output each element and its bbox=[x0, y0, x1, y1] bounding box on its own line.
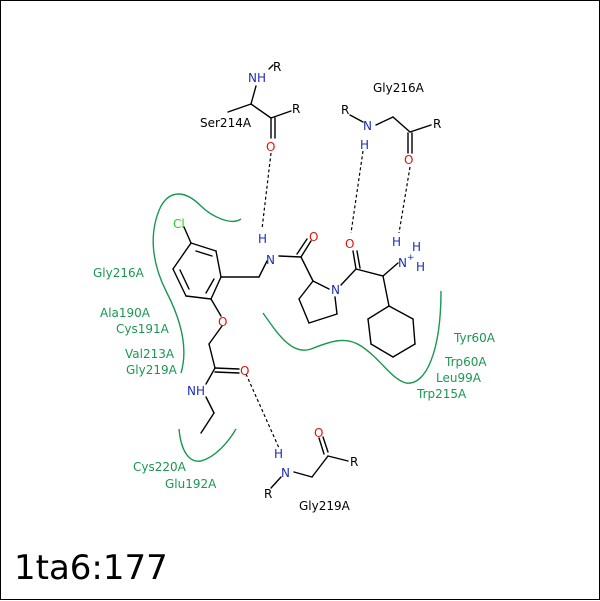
atom-r-ser214-n: R bbox=[273, 60, 281, 74]
atom-r-gly219-n: R bbox=[264, 487, 272, 501]
gly219-ca-c bbox=[311, 455, 329, 478]
pdb-id-label: 1ta6:177 bbox=[14, 548, 168, 588]
pocket-label-tyr60: Tyr60A bbox=[453, 331, 496, 345]
hbond-gly216-o-to-nh3 bbox=[398, 166, 411, 234]
cyclohexyl-ring bbox=[367, 305, 416, 358]
atom-o-ether: O bbox=[218, 315, 227, 329]
atom-o-amide: O bbox=[309, 230, 318, 244]
gly219-r-n bbox=[270, 476, 282, 489]
hbond-ser214-o-to-nh bbox=[261, 152, 272, 230]
atom-o-proline-co: O bbox=[345, 237, 354, 251]
gly216-c-r bbox=[409, 124, 432, 133]
pocket-label-trp215: Trp215A bbox=[416, 387, 467, 401]
atom-r-gly216-c: R bbox=[433, 117, 441, 131]
hbond-gly216-nh-to-o bbox=[350, 150, 364, 234]
pro-n-co bbox=[340, 268, 357, 286]
atom-o-gly219: O bbox=[314, 426, 323, 440]
pocket-label-gly216: Gly216A bbox=[93, 266, 145, 280]
nh-ch2-bond bbox=[205, 396, 215, 414]
pocket-curve-bottom bbox=[178, 428, 237, 462]
ar-o-bond bbox=[210, 298, 222, 317]
ch2-c-bond bbox=[208, 343, 216, 369]
pocket-label-cys191: Cys191A bbox=[116, 322, 170, 336]
ser-ca-r bbox=[227, 103, 252, 113]
label-gly216-top: Gly216A bbox=[373, 81, 425, 95]
label-gly219-bottom: Gly219A bbox=[299, 499, 351, 513]
pocket-label-gly219: Gly219A bbox=[126, 363, 178, 377]
ser-r-nh bbox=[268, 64, 274, 70]
pocket-label-val213: Val213A bbox=[125, 347, 175, 361]
proline-ring bbox=[298, 256, 338, 324]
pocket-label-ala190: Ala190A bbox=[100, 306, 151, 320]
ch2-ch3-bond bbox=[200, 412, 215, 434]
atom-h-amide: H bbox=[258, 232, 267, 246]
c-o-bond-2 bbox=[214, 371, 240, 374]
atom-o-amide2: O bbox=[240, 364, 249, 378]
atom-plus-nh3: + bbox=[407, 253, 415, 263]
benzyl-n-bond bbox=[258, 260, 268, 278]
pocket-label-cys220: Cys220A bbox=[133, 460, 187, 474]
gly216-n-ca bbox=[375, 116, 394, 126]
atom-cl: Cl bbox=[173, 217, 185, 231]
atom-h-gly219: H bbox=[274, 447, 283, 461]
ser-ca-c bbox=[250, 103, 272, 119]
o-ch2-bond bbox=[208, 325, 223, 345]
pocket-curve-left bbox=[152, 193, 242, 374]
atom-r-ser214-c: R bbox=[292, 102, 300, 116]
ser-nh-ca bbox=[250, 85, 257, 105]
atom-r-gly216-n: R bbox=[341, 103, 349, 117]
gly219-c-r bbox=[327, 455, 349, 462]
gly216-r-n bbox=[349, 114, 364, 123]
pro-co-2 bbox=[356, 250, 361, 269]
ser-c-r bbox=[270, 110, 292, 119]
gly219-n-ca bbox=[293, 471, 313, 478]
atom-n-proline: N bbox=[331, 283, 340, 297]
atom-h-gly216: H bbox=[360, 138, 369, 152]
atom-o-ser214: O bbox=[266, 140, 275, 154]
atom-r-gly219-c: R bbox=[350, 455, 358, 469]
amide-n-c bbox=[278, 255, 302, 258]
cl-bond bbox=[183, 226, 192, 244]
atom-nh-amide2: NH bbox=[187, 384, 205, 398]
c-o-bond-1 bbox=[214, 367, 240, 370]
atom-h-nh3-3: H bbox=[416, 260, 425, 274]
gly216-ca-c bbox=[392, 116, 411, 133]
co-calpha bbox=[355, 268, 384, 277]
amide-co-2 bbox=[296, 238, 308, 255]
pocket-label-glu192: Glu192A bbox=[165, 477, 217, 491]
atom-n-amide: N bbox=[266, 253, 275, 267]
c-nh-bond bbox=[205, 367, 216, 385]
atom-n-gly219: N bbox=[281, 466, 290, 480]
atom-n-nh3: N bbox=[398, 256, 407, 270]
atom-o-gly216: O bbox=[404, 153, 413, 167]
hbond-o-to-gly219-nh bbox=[245, 373, 280, 449]
atom-h-nh3-1: H bbox=[392, 235, 401, 249]
atom-h-nh3-2: H bbox=[412, 240, 421, 254]
amide-co-1 bbox=[300, 240, 312, 258]
atom-nh-ser214: NH bbox=[248, 71, 266, 85]
calpha-cy bbox=[382, 275, 390, 307]
pocket-curve-right bbox=[262, 290, 442, 384]
calpha-nh3 bbox=[382, 262, 399, 277]
pocket-label-trp60: Trp60A bbox=[444, 355, 487, 369]
atom-n-gly216: N bbox=[363, 119, 372, 133]
gly219-c-o-2 bbox=[322, 436, 329, 453]
benzene-ring bbox=[172, 242, 222, 300]
pro-co-1 bbox=[352, 250, 357, 270]
gly219-c-o-1 bbox=[318, 437, 325, 455]
pocket-label-leu99: Leu99A bbox=[436, 371, 482, 385]
label-ser214: Ser214A bbox=[200, 116, 252, 130]
